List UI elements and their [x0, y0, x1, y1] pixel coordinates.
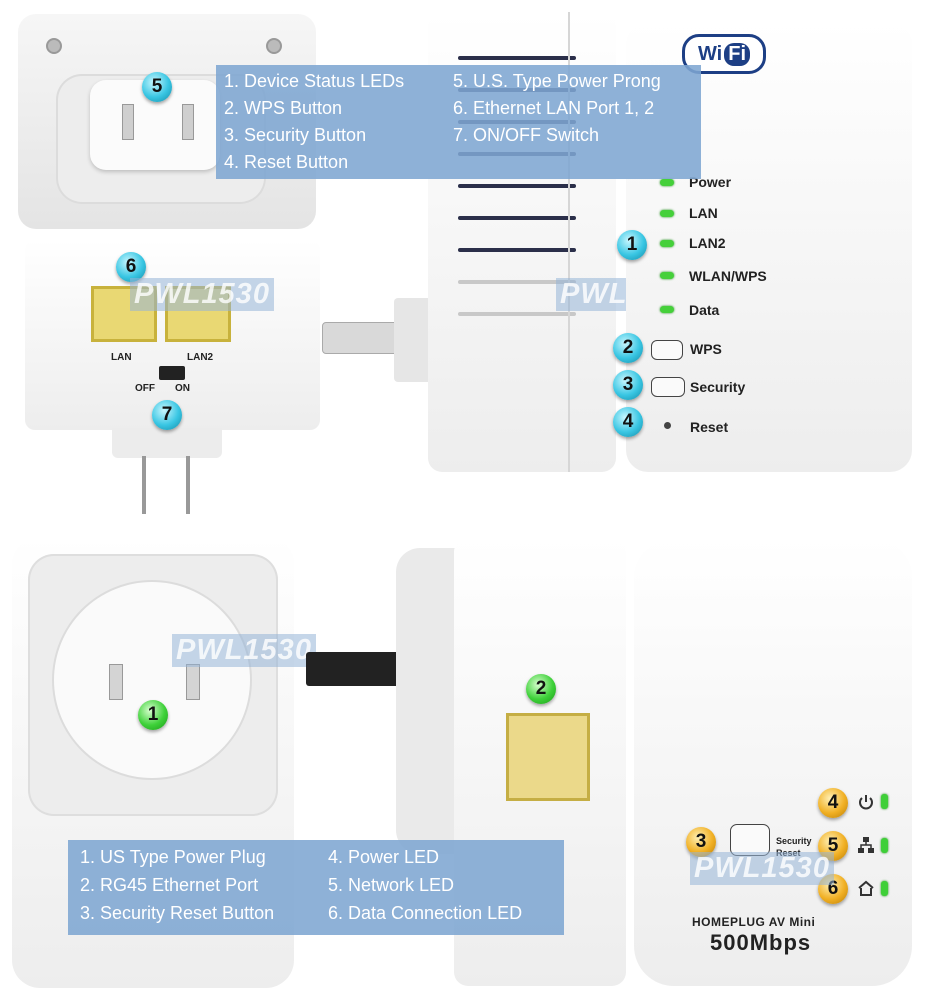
lan2-port-label: LAN2	[187, 352, 214, 363]
label-lan2: LAN2	[689, 235, 726, 251]
vent-6	[458, 216, 576, 220]
wifi-logo-wi: Wi	[697, 42, 723, 65]
badge-top-2: 2	[613, 333, 643, 363]
security-reset-button[interactable]	[730, 824, 770, 856]
led-data-bottom	[881, 881, 888, 896]
legend-item: 2. RG45 Ethernet Port	[80, 875, 259, 895]
top-legend: 1. Device Status LEDs 2. WPS Button 3. S…	[216, 65, 701, 179]
ethernet-port[interactable]	[506, 713, 590, 801]
top-port-prong-base	[112, 428, 222, 458]
top-port-prong-right	[186, 456, 190, 514]
led-power	[660, 179, 674, 186]
wps-button[interactable]	[651, 340, 683, 360]
side-seam	[568, 12, 570, 472]
legend-item: 4. Power LED	[328, 847, 440, 867]
wifi-logo: Wi Fi	[682, 34, 766, 74]
off-label: OFF	[135, 383, 155, 394]
label-lan: LAN	[689, 205, 718, 221]
badge-top-7: 7	[152, 400, 182, 430]
prong-left	[122, 104, 134, 140]
product-name: HOMEPLUG AV Mini	[692, 915, 816, 929]
wifi-logo-fi: Fi	[724, 42, 751, 66]
network-icon	[858, 837, 874, 853]
bottom-front-view: Security Reset HOMEPLUG AV Mini 500Mbps	[634, 538, 912, 986]
legend-item: 3. Security Button	[224, 125, 367, 145]
watermark-top-left: PWL1530	[130, 278, 274, 311]
legend-item: 2. WPS Button	[224, 98, 343, 118]
badge-top-4: 4	[613, 407, 643, 437]
product-speed: 500Mbps	[710, 930, 812, 955]
label-wlan-wps: WLAN/WPS	[689, 268, 767, 284]
led-network-bottom	[881, 838, 888, 853]
led-data	[660, 306, 674, 313]
legend-item: 6. Data Connection LED	[328, 903, 523, 923]
label-security: Security	[690, 379, 746, 395]
legend-item: 6. Ethernet LAN Port 1, 2	[453, 98, 655, 118]
security-button[interactable]	[651, 377, 685, 397]
badge-bottom-4: 4	[818, 788, 848, 818]
vent-5	[458, 184, 576, 188]
led-power-bottom	[881, 794, 888, 809]
legend-item: 1. US Type Power Plug	[80, 847, 266, 867]
label-wps: WPS	[690, 341, 722, 357]
vent-1	[458, 56, 576, 60]
led-lan2	[660, 240, 674, 247]
led-wlan-wps	[660, 272, 674, 279]
reset-pinhole[interactable]	[664, 422, 671, 429]
top-side-prong-base	[394, 298, 432, 382]
badge-bottom-2: 2	[526, 674, 556, 704]
prong-right	[182, 104, 194, 140]
plug-circle	[54, 582, 250, 778]
label-data: Data	[689, 302, 720, 318]
badge-top-6: 6	[116, 252, 146, 282]
legend-item: 1. Device Status LEDs	[224, 71, 405, 91]
home-icon	[858, 880, 874, 896]
on-label: ON	[175, 383, 190, 394]
legend-item: 3. Security Reset Button	[80, 903, 275, 923]
badge-top-1: 1	[617, 230, 647, 260]
on-off-switch[interactable]	[159, 366, 185, 380]
legend-item: 5. U.S. Type Power Prong	[453, 71, 661, 91]
label-reset: Reset	[690, 419, 729, 435]
bottom-side-prong	[306, 652, 406, 686]
lan-port-label: LAN	[111, 352, 132, 363]
legend-item: 7. ON/OFF Switch	[453, 125, 600, 145]
led-lan	[660, 210, 674, 217]
plug-prong-right	[186, 664, 200, 700]
badge-top-5: 5	[142, 72, 172, 102]
vent-9	[458, 312, 576, 316]
watermark-bottom-left: PWL1530	[172, 634, 316, 667]
vent-8	[458, 280, 576, 284]
top-side-prong	[322, 322, 402, 354]
bottom-legend: 1. US Type Power Plug 2. RG45 Ethernet P…	[68, 840, 564, 935]
top-port-prong-left	[142, 456, 146, 514]
vent-7	[458, 248, 576, 252]
power-icon	[859, 795, 873, 810]
watermark-bottom-right: PWL1530	[690, 852, 834, 885]
legend-item: 5. Network LED	[328, 875, 455, 895]
badge-top-3: 3	[613, 370, 643, 400]
screw-left-icon	[46, 38, 62, 54]
security-reset-label-1: Security	[776, 836, 812, 846]
badge-bottom-1: 1	[138, 700, 168, 730]
legend-item: 4. Reset Button	[224, 152, 349, 172]
plug-prong-left	[109, 664, 123, 700]
screw-right-icon	[266, 38, 282, 54]
